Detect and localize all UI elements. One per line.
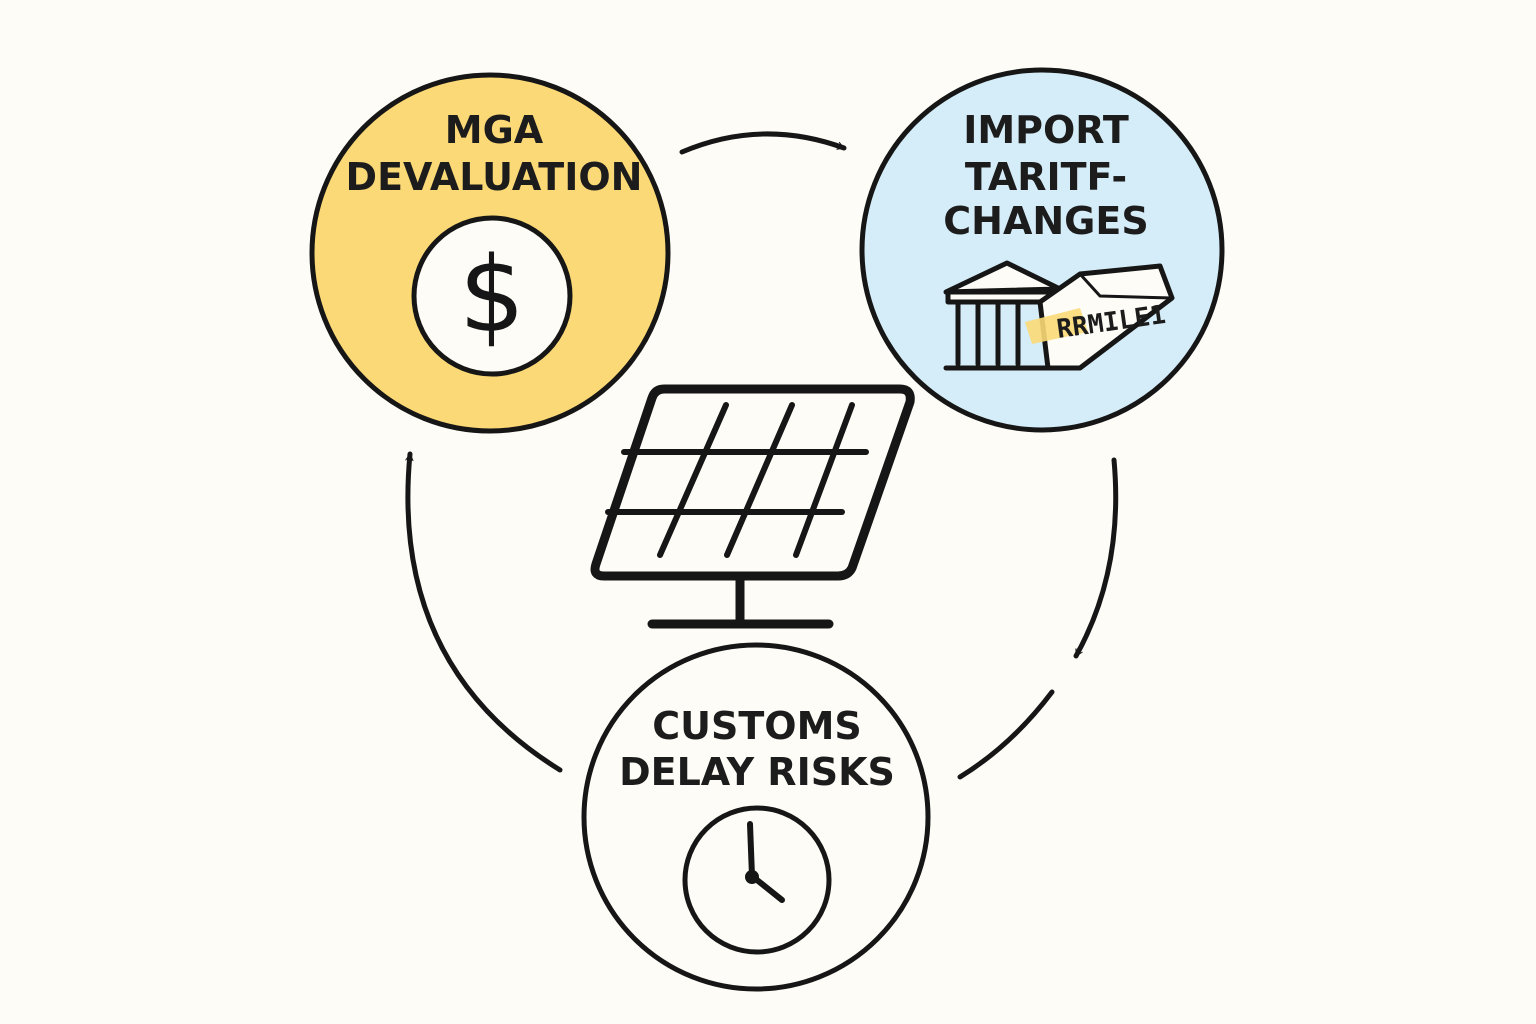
devaluation-label-line1: MGA — [445, 108, 544, 152]
arrow-tariff-to-customs — [1073, 457, 1119, 659]
tariff-label-line1: IMPORT — [963, 108, 1129, 152]
devaluation-label-line2: DEVALUATION — [346, 155, 643, 199]
tariff-label-line2: TARITF- — [965, 155, 1127, 199]
arrow-customs-return-segment — [957, 689, 1055, 780]
tariff-label-line3: CHANGES — [943, 199, 1148, 243]
dollar-icon: $ — [411, 215, 573, 377]
node-mga-devaluation: MGA DEVALUATION $ — [309, 72, 671, 434]
solar-panel-icon — [590, 384, 915, 629]
customs-label-line2: DELAY RISKS — [619, 750, 895, 794]
node-customs-delay-risks: CUSTOMS DELAY RISKS — [581, 642, 931, 992]
clock-icon — [682, 805, 832, 955]
arrow-customs-to-devaluation — [405, 451, 563, 773]
node-import-tariff-changes: IMPORT TARITF- CHANGES RRMILE1 — [859, 67, 1225, 433]
arrow-devaluation-to-tariff — [679, 131, 847, 155]
tariff-sign-icon: RRMILE1 — [1025, 263, 1175, 371]
customs-building-icon — [943, 260, 1063, 371]
tariff-circle — [859, 67, 1225, 433]
dollar-glyph: $ — [459, 234, 525, 356]
customs-label-line1: CUSTOMS — [652, 704, 862, 748]
